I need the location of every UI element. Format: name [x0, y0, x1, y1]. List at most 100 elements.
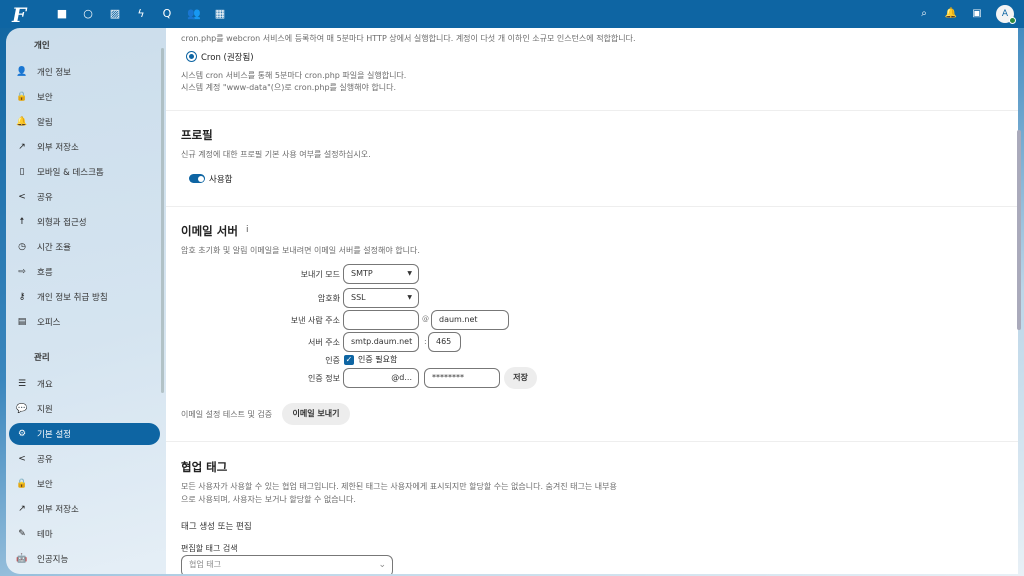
profile-description: 신규 계정에 대한 프로필 기본 사용 여부를 설정하십시오.: [181, 150, 371, 159]
sidebar-item[interactable]: ☰ 개요: [9, 373, 160, 395]
send-mode-select[interactable]: SMTP▼: [343, 264, 419, 284]
sidebar-item-label: 공유: [37, 193, 53, 203]
sidebar-item[interactable]: ⚷ 개인 정보 취급 방침: [9, 286, 160, 308]
password-input[interactable]: ********: [424, 368, 500, 388]
sidebar-item-label: 알림: [37, 118, 53, 128]
sidebar-item-icon: ⚙: [17, 429, 27, 439]
auth-required-label[interactable]: 인증 필요함: [358, 355, 398, 364]
logo[interactable]: F: [12, 3, 27, 27]
sidebar-item-icon: ⇨: [18, 267, 26, 277]
tag-search-label: 편집할 태그 검색: [181, 544, 238, 553]
sidebar-item-label: 개요: [37, 380, 53, 390]
sidebar-item-label: 개인 정보 취급 방침: [37, 293, 108, 303]
save-button[interactable]: 저장: [504, 367, 537, 389]
server-address-label: 서버 주소: [308, 338, 340, 347]
sidebar-item[interactable]: ↗외부 저장소: [9, 136, 160, 158]
content-scrollbar[interactable]: [1017, 130, 1021, 330]
caret-down-icon: ▼: [407, 294, 412, 301]
tags-title: 협업 태그: [181, 460, 228, 474]
sidebar-item[interactable]: ▤오피스: [9, 311, 160, 333]
notifications-icon[interactable]: 🔔: [944, 8, 958, 19]
sidebar-item[interactable]: <공유: [9, 448, 160, 470]
files-icon[interactable]: ■: [56, 7, 68, 20]
port-colon: :: [424, 337, 427, 346]
cron-radio[interactable]: [186, 51, 197, 62]
contacts-menu-icon[interactable]: ▣: [972, 8, 982, 19]
encryption-select[interactable]: SSL ▼: [343, 288, 419, 308]
sidebar-item-icon: ↗: [18, 142, 26, 152]
flow-icon[interactable]: ϟ: [137, 7, 145, 20]
sidebar-item[interactable]: ◷시간 조율: [9, 236, 160, 258]
profile-title: 프로필: [181, 128, 213, 142]
sidebar-item-label: 모바일 & 데스크톱: [37, 168, 104, 178]
sidebar-item[interactable]: 🔒보안: [9, 86, 160, 108]
sidebar-item-label: 보안: [37, 480, 53, 490]
sidebar-item-icon: 🔔: [16, 117, 28, 127]
encryption-value: SSL: [351, 293, 366, 302]
search-icon[interactable]: ⌕: [921, 8, 927, 19]
sidebar-item-icon: <: [18, 192, 26, 202]
sidebar-item-icon: 👤: [16, 67, 28, 77]
contacts-icon[interactable]: 👥: [187, 7, 201, 20]
email-title: 이메일 서버: [181, 224, 238, 238]
sidebar-item-icon: ✎: [18, 529, 26, 539]
sidebar-item-label: 공유: [37, 455, 53, 465]
sidebar-item[interactable]: 💬지원: [9, 398, 160, 420]
sidebar-item-icon: 🔒: [16, 479, 28, 489]
sidebar-item-icon: ⚷: [18, 292, 26, 302]
sidebar-item-icon: ☨: [19, 217, 25, 227]
send-mode-label: 보내기 모드: [300, 270, 340, 279]
settings-sidebar: 개인 👤개인 정보🔒보안🔔알림↗외부 저장소▯모바일 & 데스크톱<공유☨외형과…: [6, 28, 166, 574]
info-icon[interactable]: i: [246, 225, 249, 235]
sidebar-scrollbar[interactable]: [161, 48, 164, 393]
sidebar-item[interactable]: 🤖인공지능: [9, 548, 160, 570]
sidebar-item[interactable]: ⚙ 기본 설정: [9, 423, 160, 445]
sidebar-item[interactable]: 👤개인 정보: [9, 61, 160, 83]
personal-heading: 개인: [34, 41, 50, 51]
top-bar: F ■ ○ ▨ ϟ Q 👥 ▦ ⌕ 🔔 ▣ A: [0, 0, 1024, 28]
sidebar-item[interactable]: ↗외부 저장소: [9, 498, 160, 520]
sidebar-item-icon: 🔒: [16, 92, 28, 102]
sidebar-item[interactable]: ▯ 모바일 & 데스크톱: [9, 161, 160, 183]
auth-label: 인증: [325, 356, 340, 365]
username-input[interactable]: @d...: [343, 368, 419, 388]
email-description: 암호 초기화 및 알림 이메일을 보내려면 이메일 서버를 설정해야 합니다.: [181, 246, 420, 255]
sidebar-item-label: 외부 저장소: [37, 505, 79, 515]
profile-toggle-label[interactable]: 사용함: [209, 175, 233, 185]
sidebar-item[interactable]: 🔔 알림: [9, 111, 160, 133]
sidebar-item-label: 기본 설정: [37, 430, 71, 440]
profile-toggle[interactable]: [189, 174, 205, 183]
tag-search-select[interactable]: 협업 태그⌄: [181, 555, 393, 574]
send-email-button[interactable]: 이메일 보내기: [282, 403, 350, 425]
at-sign: @: [422, 315, 429, 323]
server-address-input[interactable]: smtp.daum.net: [343, 332, 419, 352]
avatar-letter: A: [1001, 9, 1009, 19]
from-address-label: 보낸 사람 주소: [290, 316, 340, 325]
from-domain-input[interactable]: daum.net: [431, 310, 509, 330]
sidebar-item-icon: ☰: [17, 379, 27, 389]
sidebar-item-icon: ▯: [19, 167, 25, 177]
activity-icon[interactable]: ○: [83, 7, 93, 20]
divider: [166, 441, 1018, 442]
tags-description-2: 으로 사용되며, 사용자는 보거나 할당할 수 없습니다.: [181, 495, 356, 504]
port-input[interactable]: 465: [428, 332, 461, 352]
divider: [166, 206, 1018, 207]
sidebar-item-label: 테마: [37, 530, 53, 540]
auth-required-checkbox[interactable]: ✓: [344, 355, 354, 365]
sidebar-item[interactable]: 🔒 보안: [9, 473, 160, 495]
sidebar-item-icon: ◷: [18, 242, 26, 252]
calendar-icon[interactable]: ▦: [214, 7, 226, 20]
photos-icon[interactable]: ▨: [109, 7, 121, 20]
status-icon: [1009, 17, 1016, 24]
sidebar-item[interactable]: ⇨흐름: [9, 261, 160, 283]
sidebar-item[interactable]: ✎ 테마: [9, 523, 160, 545]
tag-search-placeholder: 협업 태그: [189, 560, 221, 569]
tags-description-1: 모든 사용자가 사용할 수 있는 협업 태그입니다. 제한된 태그는 사용자에게…: [181, 482, 617, 491]
cron-label[interactable]: Cron (권장됨): [201, 53, 254, 63]
sidebar-item[interactable]: ☨외형과 접근성: [9, 211, 160, 233]
talk-icon[interactable]: Q: [162, 7, 172, 20]
divider: [166, 110, 1018, 111]
avatar[interactable]: A: [996, 5, 1016, 24]
sidebar-item[interactable]: < 공유: [9, 186, 160, 208]
from-user-input[interactable]: [343, 310, 419, 330]
